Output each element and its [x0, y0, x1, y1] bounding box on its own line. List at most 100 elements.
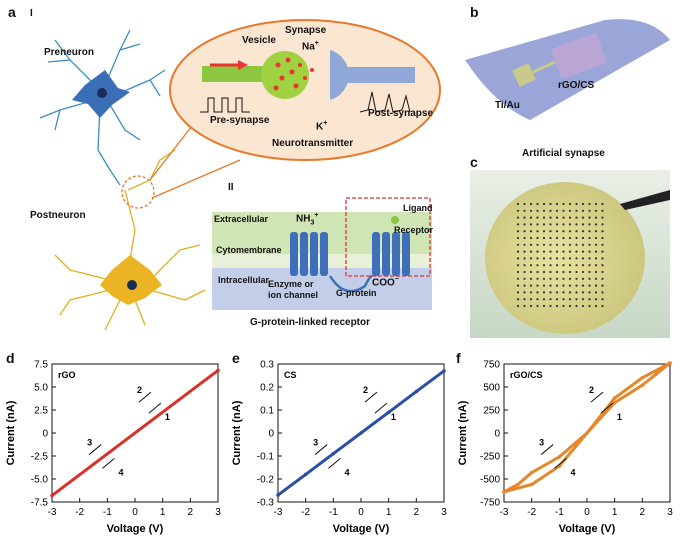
na-label: Na+ [302, 40, 319, 53]
electrode-dot [516, 284, 520, 287]
sweep-label: 1 [617, 412, 622, 422]
electrode-dot [536, 209, 539, 212]
electrode-dot [516, 250, 520, 253]
y-tick-label: 0 [268, 429, 274, 440]
electrode-dot [516, 304, 520, 308]
receptor-highlight-box [345, 197, 431, 277]
electrode-dot [581, 209, 585, 212]
electrode-dot [529, 277, 533, 280]
sweep-label: 2 [363, 385, 368, 395]
electrode-dot [568, 250, 572, 253]
electrode-dot [529, 250, 533, 253]
g-protein-label: G-protein [336, 288, 377, 298]
electrode-dot [601, 264, 604, 267]
vesicle-label: Vesicle [242, 35, 276, 46]
electrode-dot [536, 243, 539, 246]
electrode-dot [529, 264, 533, 267]
electrode-dot [588, 304, 591, 308]
cytomembrane-label: Cytomembrane [216, 245, 282, 255]
electrode-dot [536, 284, 539, 287]
electrode-dot [555, 202, 559, 206]
electrode-dot [516, 236, 520, 240]
panel-letter-c: c [470, 154, 478, 170]
electrode-dot [542, 223, 546, 226]
electrode-dot [588, 270, 591, 274]
intracellular-label: Intracellular [218, 275, 270, 285]
ligand-dot [391, 216, 399, 224]
panel-letter-b: b [470, 4, 479, 20]
electrode-dot [523, 216, 526, 219]
electrode-dot [594, 284, 598, 287]
electrode-dot [601, 209, 604, 212]
electrode-dot [555, 223, 559, 226]
y-tick-label: 0.3 [260, 360, 274, 371]
wafer [485, 182, 645, 334]
x-tick-label: 2 [188, 507, 194, 518]
electrode-dot [516, 230, 520, 233]
electrode-dot [568, 257, 572, 260]
sweep-arrow [600, 402, 614, 414]
electrode-dot [568, 202, 572, 206]
electrode-dot [601, 291, 604, 294]
electrode-label: Ti/Au [495, 100, 520, 111]
axon-terminal [202, 66, 272, 82]
sweep-label: 3 [313, 438, 318, 448]
electrode-dot [516, 223, 520, 226]
preneuron-label: Preneuron [44, 47, 95, 58]
electrode-dot [549, 216, 552, 219]
electrode-dot [601, 270, 604, 274]
sweep-arrow [148, 402, 162, 414]
electrode-dot [529, 304, 533, 308]
electrode-dot [542, 216, 546, 219]
electrode-dot [529, 223, 533, 226]
x-tick-label: 1 [160, 507, 166, 518]
electrode-dot [588, 257, 591, 260]
x-tick-label: -1 [329, 507, 338, 518]
electrode-dot [549, 270, 552, 274]
electrode-dot [542, 270, 546, 274]
electrode-dot [555, 230, 559, 233]
electrode-dot [588, 230, 591, 233]
electrode-dot [562, 243, 565, 246]
electrode-dot [516, 216, 520, 219]
dendrite [345, 67, 415, 83]
electrode-dot [568, 243, 572, 246]
electrode-dot [516, 277, 520, 280]
data-point [640, 383, 645, 387]
electrode-dot [594, 298, 598, 301]
postneuron-label: Postneuron [30, 210, 86, 221]
electrode-dot [594, 243, 598, 246]
y-tick-label: 2.5 [34, 406, 48, 417]
electrode-dot [601, 304, 604, 308]
data-point [557, 455, 562, 459]
sweep-label: 3 [87, 438, 92, 448]
y-tick-label: 0 [42, 429, 48, 440]
post-synapse-label: Post-synapse [368, 108, 434, 119]
vesicles [273, 57, 314, 91]
electrode-dot [588, 209, 591, 212]
g-protein-link [328, 274, 373, 293]
y-tick-label: -0.2 [257, 475, 275, 486]
electrode-dot [581, 202, 585, 206]
electrode-dot [536, 304, 539, 308]
postsynapse-trace [359, 91, 411, 113]
x-tick-label: 1 [386, 507, 392, 518]
electrode-dot [562, 270, 565, 274]
sweep-label: 1 [391, 412, 396, 422]
electrode-dot [542, 230, 546, 233]
electrode-dot [536, 223, 539, 226]
electrode-dot [555, 257, 559, 260]
postneuron-body [100, 255, 162, 305]
electrode-dot [594, 277, 598, 280]
electrode-dot [555, 264, 559, 267]
synapse-ellipse [169, 19, 441, 161]
electrode-dot [542, 298, 546, 301]
electrode-dot [523, 270, 526, 274]
preneuron-nucleus [97, 88, 107, 98]
electrode-dot [529, 230, 533, 233]
electrode-dot [568, 298, 572, 301]
k-label: K+ [316, 120, 328, 133]
electrode-dot [562, 223, 565, 226]
electrode-dot [594, 257, 598, 260]
electrode-dot [549, 230, 552, 233]
